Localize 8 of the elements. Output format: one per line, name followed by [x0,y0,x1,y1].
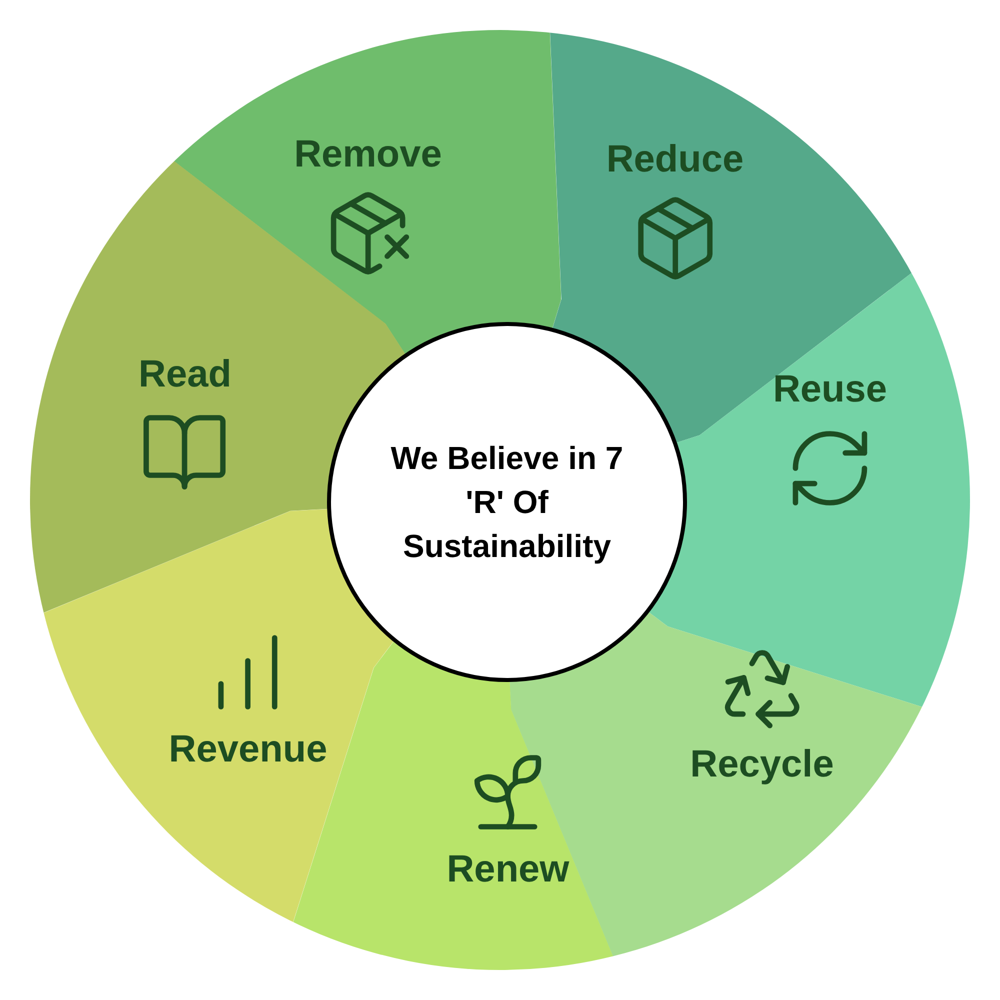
segment-label: Reuse [772,367,888,412]
center-text: We Believe in 7 'R' Of Sustainability [390,439,624,566]
segment-label: Recycle [690,742,834,788]
segment-label: Read [138,352,232,398]
segment-label: Reduce [606,137,744,182]
segment-label: Revenue [168,727,328,772]
segment-label: Renew [446,847,570,892]
segment-label: Remove [294,132,442,178]
